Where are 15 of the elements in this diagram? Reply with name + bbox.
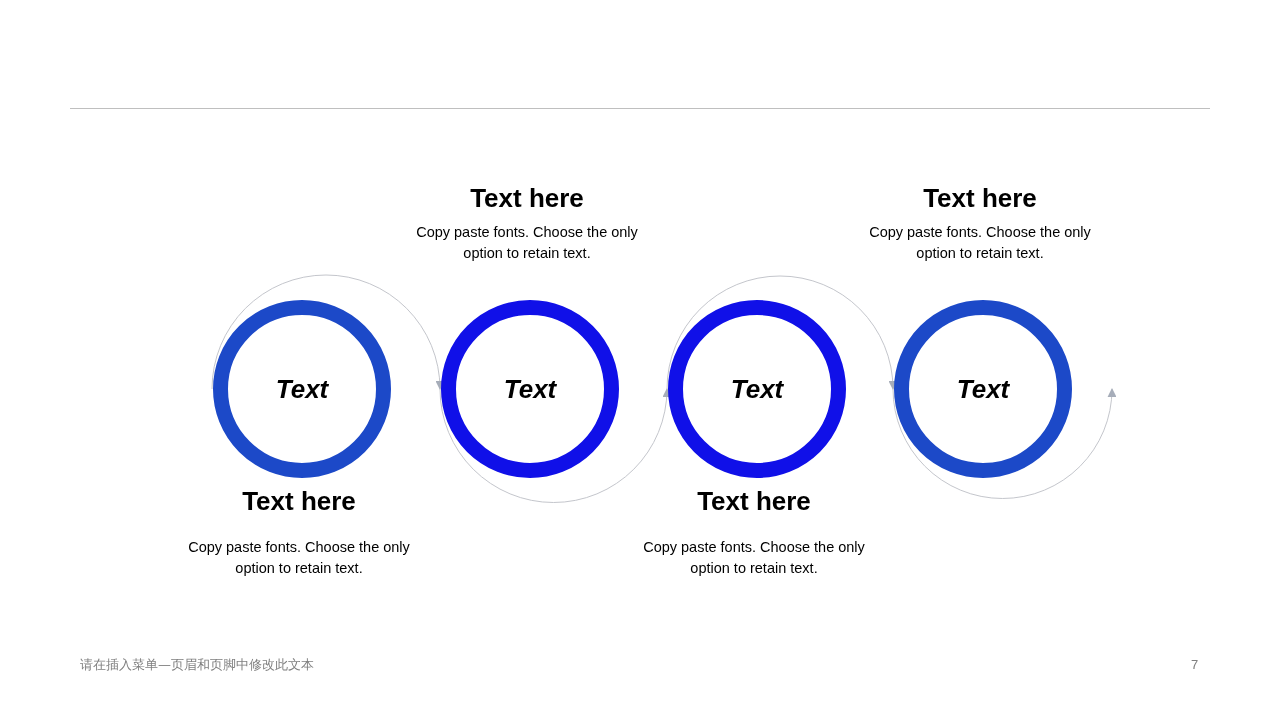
description-text: Copy paste fonts. Choose the only option to retain text. <box>187 538 411 578</box>
circle-label: Text <box>730 374 784 404</box>
step-heading: Text here <box>241 486 357 516</box>
description-text: Copy paste fonts. Choose the only option to retain text. <box>642 538 866 578</box>
curved-arrow <box>892 388 1116 499</box>
footer-text: 请在插入菜单—页眉和页脚中修改此文本 <box>80 656 314 674</box>
step-heading: Text here <box>922 183 1038 213</box>
step-heading: Text here <box>696 486 812 516</box>
description-text: Copy paste fonts. Choose the only option to retain text. <box>415 223 639 263</box>
circle-label: Text <box>956 374 1010 404</box>
step-heading: Text here <box>469 183 585 213</box>
description-text: Copy paste fonts. Choose the only option to retain text. <box>868 223 1092 263</box>
page-number: 7 <box>1191 656 1199 674</box>
circle-label: Text <box>275 374 329 404</box>
circle-label: Text <box>503 374 557 404</box>
